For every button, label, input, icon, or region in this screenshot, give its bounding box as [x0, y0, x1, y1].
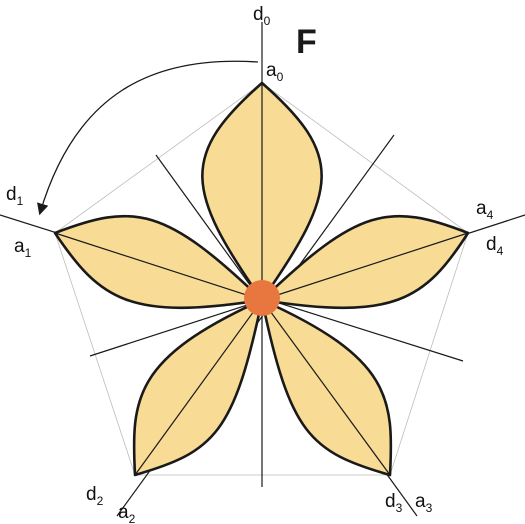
axis-label-d4: d4	[486, 234, 504, 258]
vertex-label-a0: a0	[266, 60, 284, 84]
axis-label-d3: d3	[385, 491, 403, 515]
axis-label-d1: d1	[6, 184, 24, 208]
axis-label-d2: d2	[86, 484, 104, 508]
petal-midribs	[54, 83, 469, 476]
vertex-label-a3: a3	[415, 491, 433, 515]
midrib-a1	[54, 232, 263, 301]
flower-center	[244, 280, 280, 316]
vertex-label-a2: a2	[118, 502, 136, 524]
midrib-a4	[261, 232, 469, 301]
midrib-a3	[261, 299, 391, 476]
midrib-a2	[134, 299, 263, 476]
axis-label-d0: d0	[253, 4, 271, 28]
rotation-arrow	[37, 60, 259, 216]
figure-letter: F	[296, 23, 317, 61]
vertex-label-a4: a4	[476, 198, 494, 222]
vertex-label-a1: a1	[14, 236, 32, 260]
